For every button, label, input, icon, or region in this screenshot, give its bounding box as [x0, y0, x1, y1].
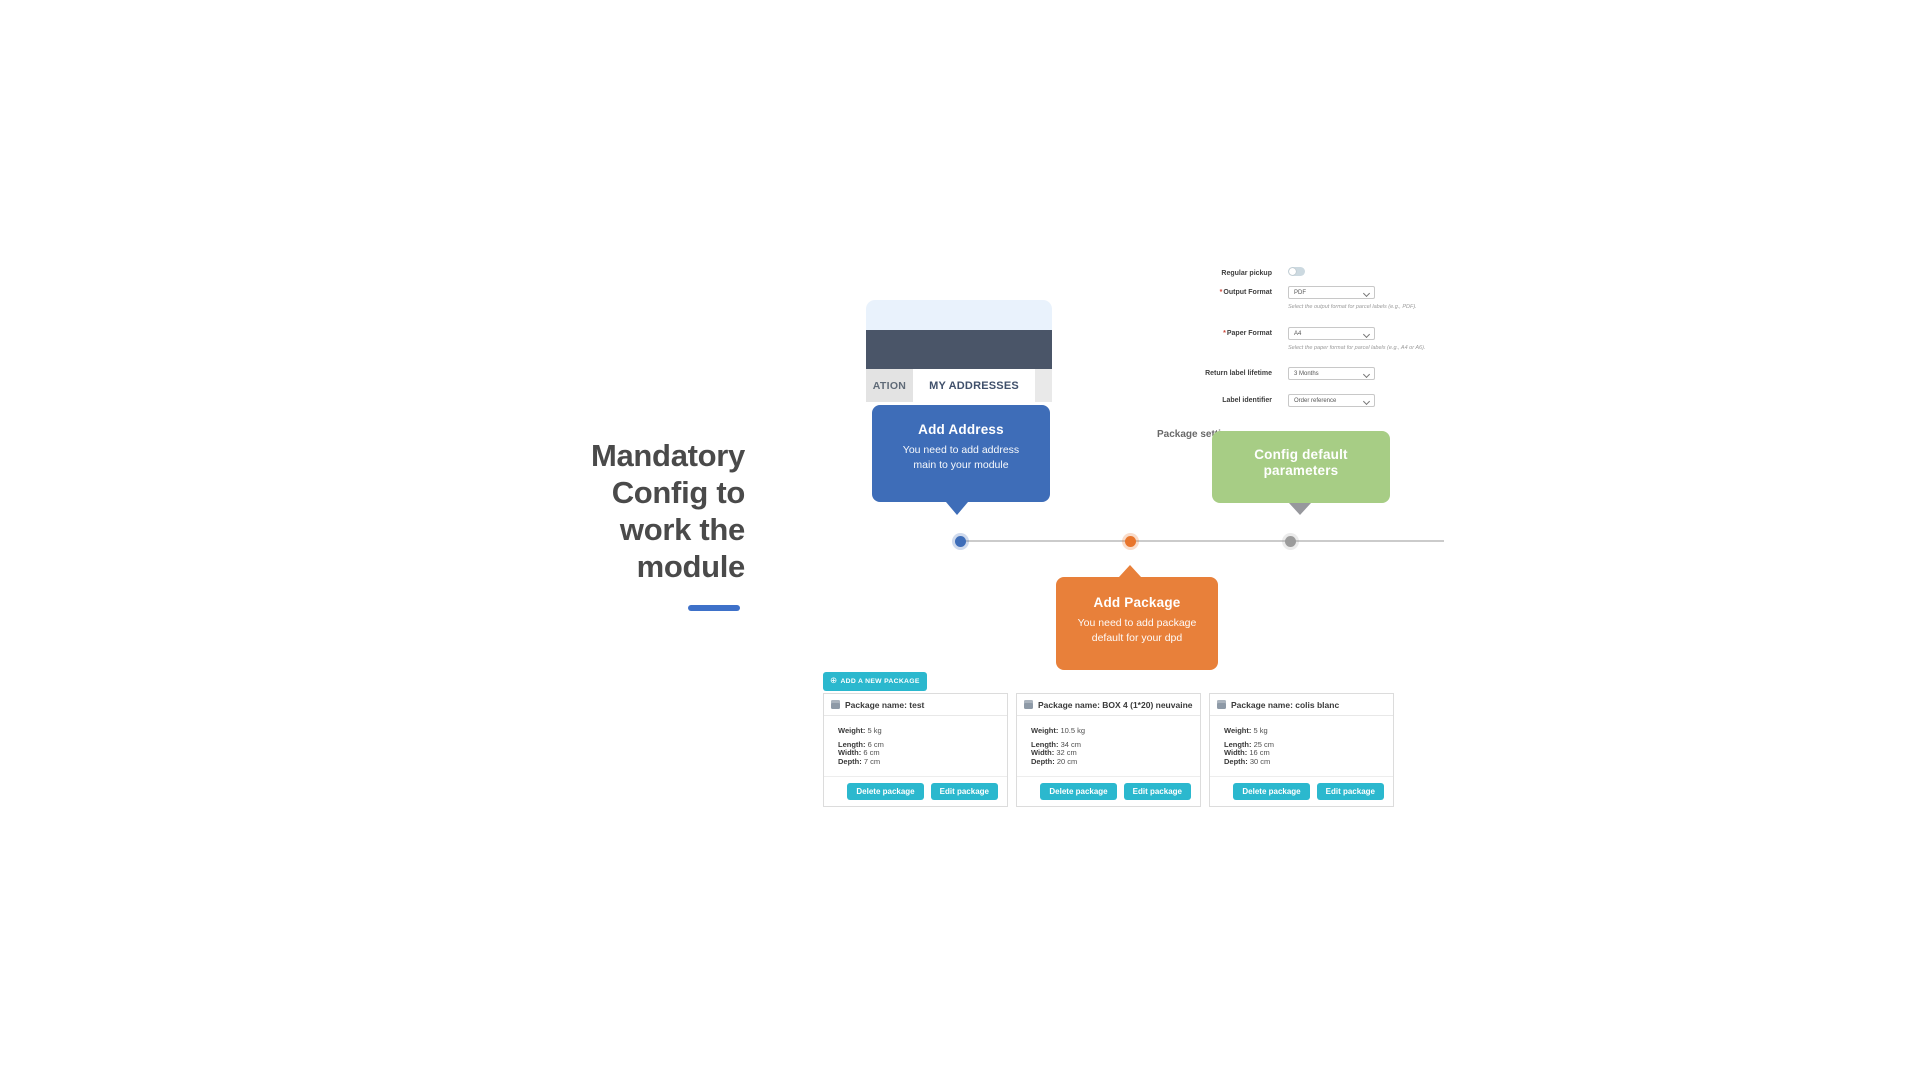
package-card: Package name: BOX 4 (1*20) neuvaine Weig… — [1016, 693, 1201, 807]
title-underline-bar — [688, 605, 740, 611]
my-addresses-panel: ATION MY ADDRESSES — [866, 300, 1052, 402]
length-row: Length: 34 cm — [1031, 739, 1082, 749]
package-name: Package name: test — [845, 699, 925, 710]
title-line: work the — [619, 512, 745, 547]
depth-row: Depth: 30 cm — [1224, 756, 1271, 766]
package-card-body: Weight: 5 kg Length: 6 cm Width: 6 cm De… — [824, 716, 1007, 766]
callout-title: Add Address — [918, 422, 1004, 437]
required-asterisk: * — [1219, 289, 1223, 296]
package-card-header: Package name: test — [824, 694, 1007, 716]
callout-body: You need to add address main to your mod… — [902, 444, 1020, 471]
timeline-dot-add-address — [955, 536, 966, 547]
title-line: Config to — [611, 475, 746, 510]
length-row: Length: 25 cm — [1224, 739, 1275, 749]
package-box-icon — [1024, 700, 1033, 709]
package-name: Package name: BOX 4 (1*20) neuvaine — [1038, 699, 1193, 710]
package-card: Package name: colis blanc Weight: 5 kg L… — [1209, 693, 1394, 807]
length-row: Length: 6 cm — [838, 739, 884, 749]
select-value: 3 Months — [1294, 370, 1319, 377]
page-title: Mandatory Config to work the module — [480, 437, 745, 585]
title-line: module — [636, 549, 746, 584]
package-card-footer: Delete package Edit package — [824, 776, 1007, 806]
select-value: Order reference — [1294, 397, 1337, 404]
label-identifier-label: Label identifier — [1222, 397, 1272, 404]
depth-row: Depth: 7 cm — [838, 756, 881, 766]
timeline-dot-add-package — [1125, 536, 1136, 547]
callout-body: You need to add package default for your… — [1077, 617, 1197, 644]
callout-pointer — [946, 502, 968, 515]
select-value: A4 — [1294, 330, 1302, 337]
timeline — [962, 540, 1444, 542]
panel-header-area — [866, 300, 1052, 330]
package-card: Package name: test Weight: 5 kg Length: … — [823, 693, 1008, 807]
callout-title: Add Package — [1093, 595, 1181, 610]
delete-package-button[interactable]: Delete package — [1233, 783, 1310, 800]
add-address-callout: Add Address You need to add address main… — [872, 405, 1050, 515]
depth-row: Depth: 20 cm — [1031, 756, 1078, 766]
width-row: Width: 32 cm — [1031, 748, 1077, 757]
callout-pointer — [1119, 565, 1141, 577]
weight-row: Weight: 5 kg — [1224, 726, 1268, 735]
tab-sliver — [1035, 369, 1052, 402]
required-asterisk: * — [1223, 330, 1226, 337]
edit-package-button[interactable]: Edit package — [1316, 783, 1384, 800]
tab-my-addresses[interactable]: MY ADDRESSES — [913, 369, 1035, 402]
add-new-package-label: ADD A NEW PACKAGE — [840, 678, 920, 685]
output-format-label: *Output Format — [1219, 289, 1272, 296]
regular-pickup-toggle[interactable] — [1288, 267, 1305, 276]
panel-toolbar-area — [866, 330, 1052, 369]
package-name: Package name: colis blanc — [1231, 699, 1340, 710]
plus-circle-icon: ⊕ — [830, 676, 838, 687]
paper-format-helper: Select the paper format for parcel label… — [1288, 345, 1426, 351]
regular-pickup-label: Regular pickup — [1221, 270, 1272, 277]
select-value: PDF — [1294, 289, 1306, 296]
weight-row: Weight: 5 kg — [838, 726, 882, 735]
width-row: Width: 16 cm — [1224, 748, 1270, 757]
package-box-icon — [831, 700, 840, 709]
chevron-down-icon — [1362, 289, 1371, 298]
paper-format-select[interactable]: A4 — [1288, 327, 1375, 340]
callout-pointer — [1289, 503, 1311, 515]
output-format-select[interactable]: PDF — [1288, 286, 1375, 299]
delete-package-button[interactable]: Delete package — [1040, 783, 1117, 800]
config-default-callout: Config default parameters — [1212, 431, 1390, 515]
package-card-body: Weight: 5 kg Length: 25 cm Width: 16 cm … — [1210, 716, 1393, 766]
edit-package-button[interactable]: Edit package — [930, 783, 998, 800]
package-settings-heading: Package settings — [1157, 429, 1239, 440]
return-label-lifetime-label: Return label lifetime — [1205, 370, 1272, 377]
tab-bar: ATION MY ADDRESSES — [866, 369, 1052, 402]
package-card-footer: Delete package Edit package — [1017, 776, 1200, 806]
paper-format-label: *Paper Format — [1223, 330, 1272, 337]
return-label-lifetime-select[interactable]: 3 Months — [1288, 367, 1375, 380]
weight-row: Weight: 10.5 kg — [1031, 726, 1086, 735]
title-line: Mandatory — [590, 438, 745, 473]
add-new-package-button[interactable]: ⊕ ADD A NEW PACKAGE — [823, 672, 927, 691]
package-box-icon — [1217, 700, 1226, 709]
chevron-down-icon — [1362, 397, 1371, 406]
output-format-helper: Select the output format for parcel labe… — [1288, 304, 1417, 310]
callout-title: Config default parameters — [1254, 447, 1348, 478]
chevron-down-icon — [1362, 370, 1371, 379]
package-card-footer: Delete package Edit package — [1210, 776, 1393, 806]
chevron-down-icon — [1362, 330, 1371, 339]
tab-configuration-partial[interactable]: ATION — [866, 369, 913, 402]
package-card-header: Package name: BOX 4 (1*20) neuvaine — [1017, 694, 1200, 716]
width-row: Width: 6 cm — [838, 748, 880, 757]
package-card-header: Package name: colis blanc — [1210, 694, 1393, 716]
delete-package-button[interactable]: Delete package — [847, 783, 924, 800]
toggle-knob — [1289, 268, 1296, 275]
label-identifier-select[interactable]: Order reference — [1288, 394, 1375, 407]
package-card-body: Weight: 10.5 kg Length: 34 cm Width: 32 … — [1017, 716, 1200, 766]
edit-package-button[interactable]: Edit package — [1123, 783, 1191, 800]
add-package-callout: Add Package You need to add package defa… — [1056, 565, 1218, 670]
timeline-dot-config-default — [1285, 536, 1296, 547]
